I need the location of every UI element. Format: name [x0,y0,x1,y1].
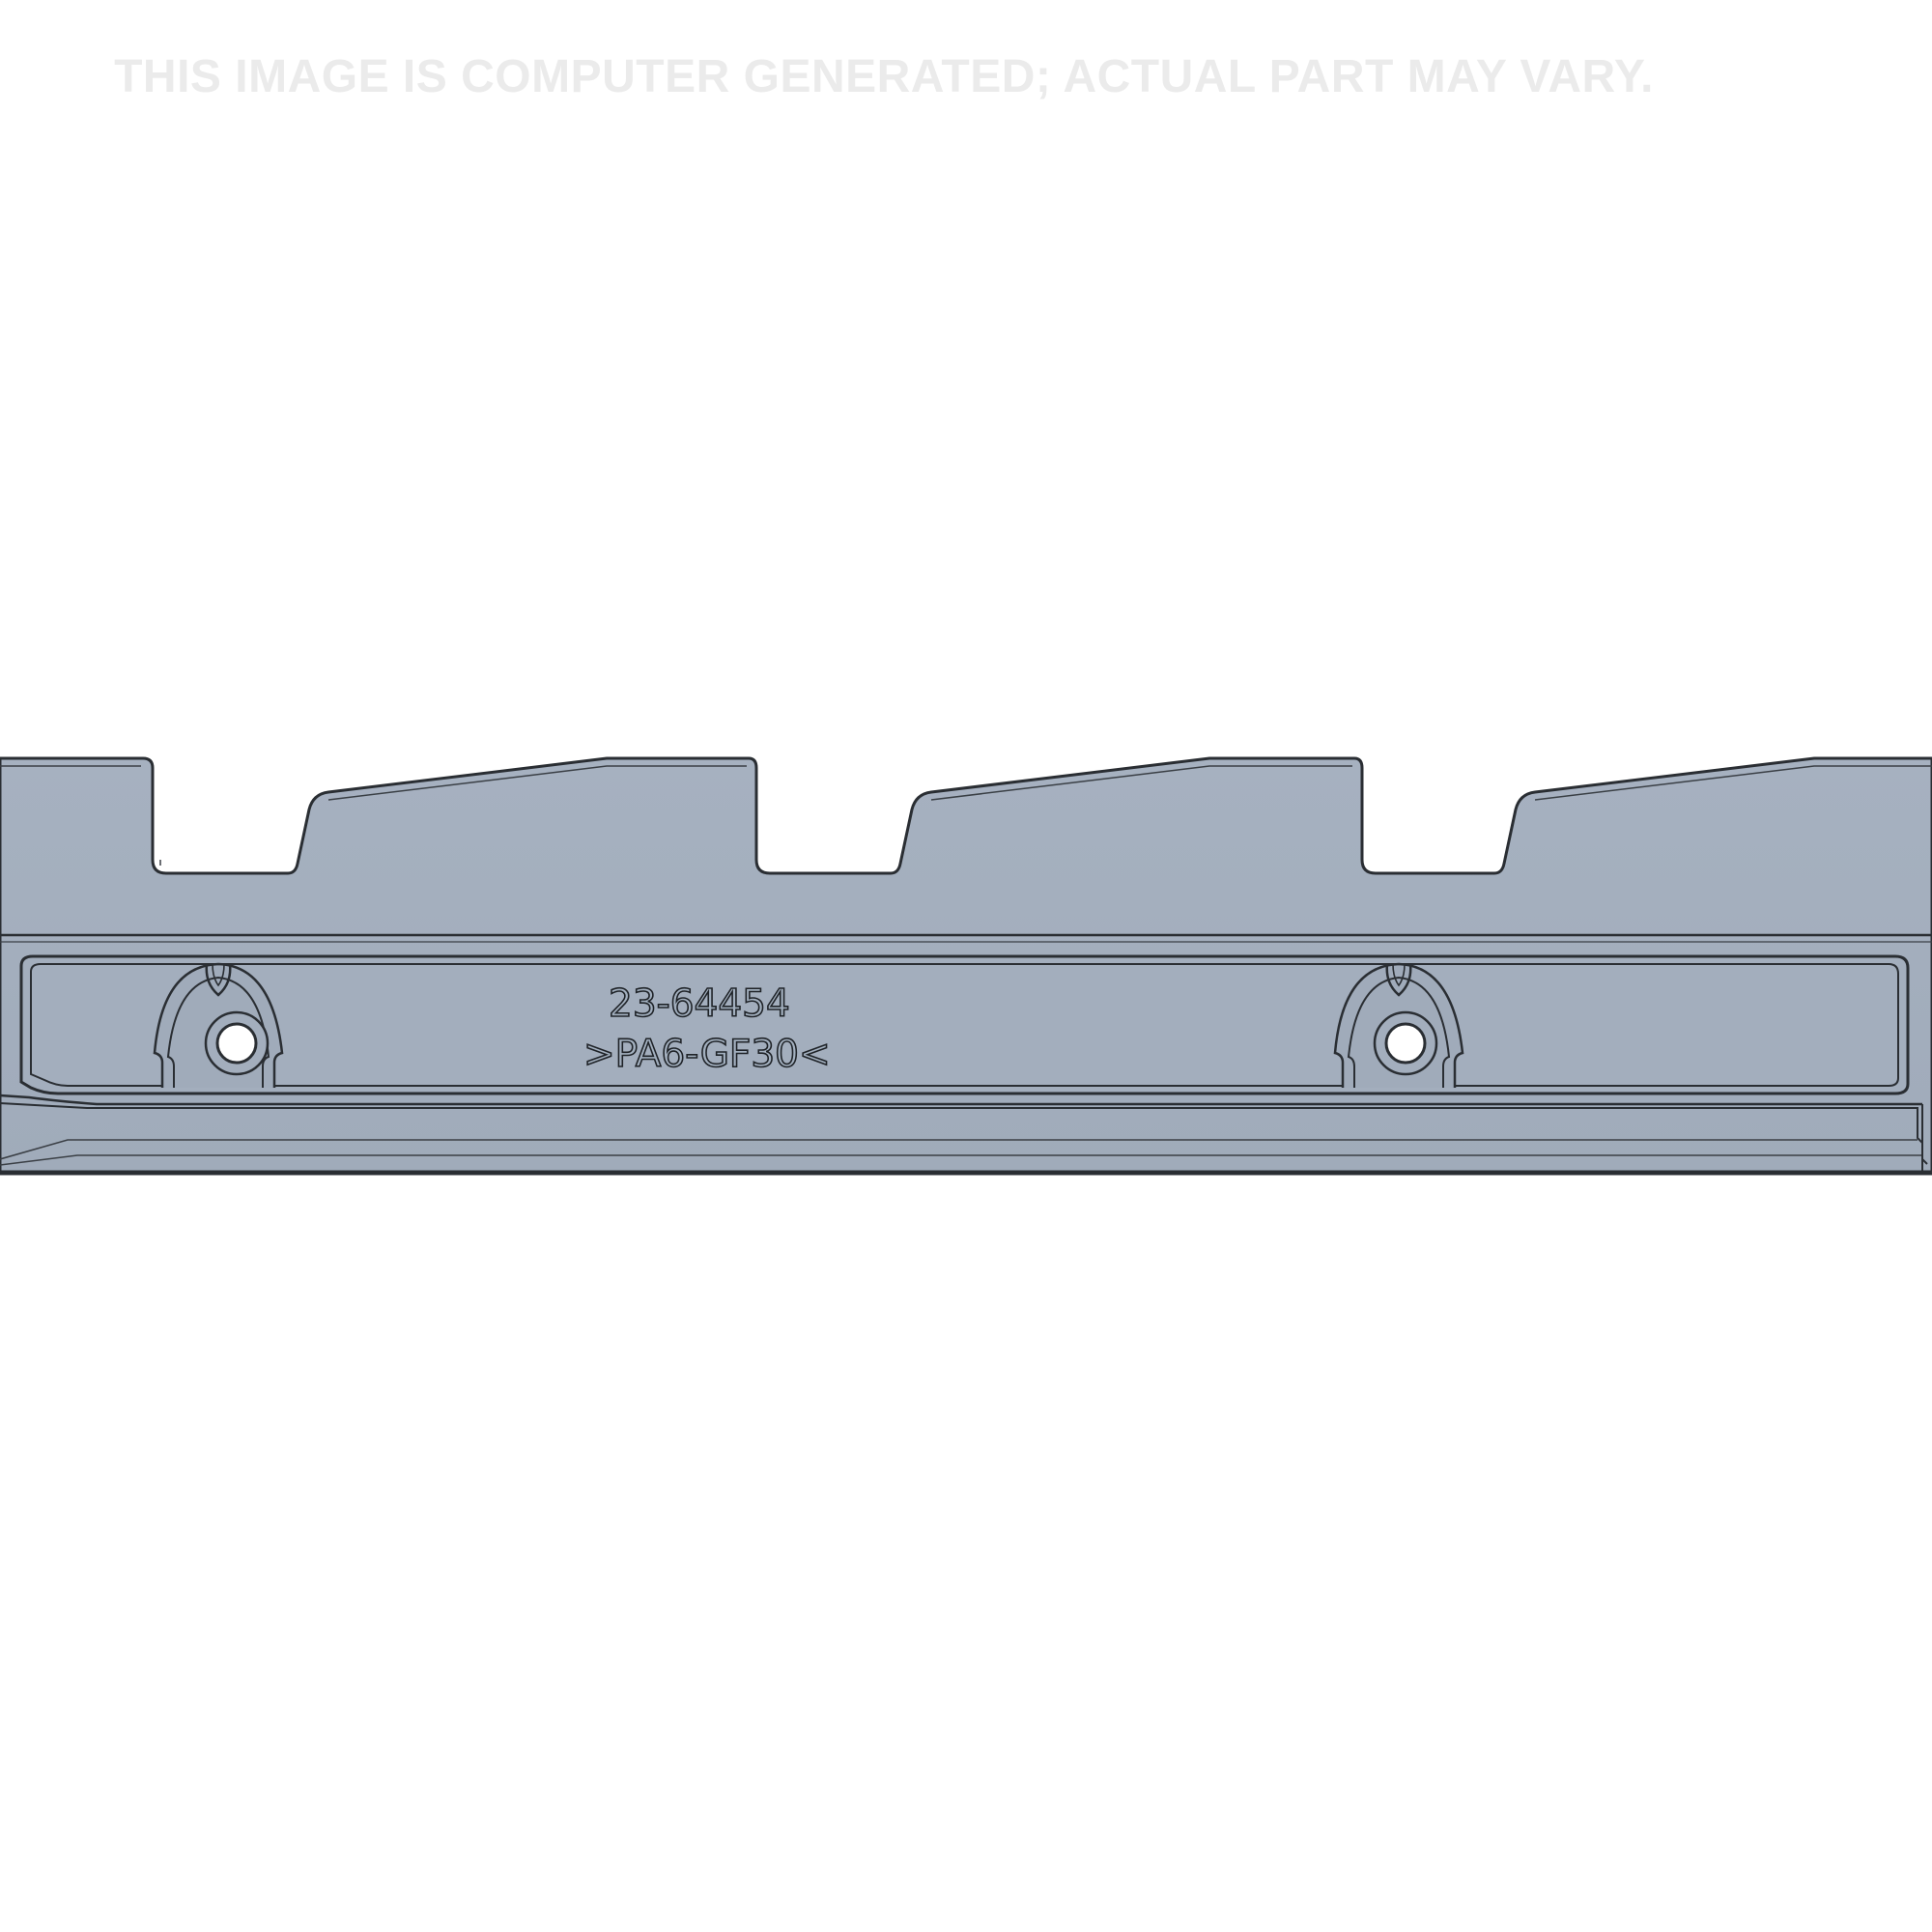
material-marking-engraving: >PA6-GF30< [583,1033,831,1076]
mounting-hole-right [1384,1022,1427,1065]
disclaimer-text: THIS IMAGE IS COMPUTER GENERATED; ACTUAL… [114,51,1654,102]
mounting-boss-left [153,962,284,1088]
lower-rail-middle [0,1139,1918,1160]
lower-rail-lower [0,1154,1922,1166]
mounting-boss-right [1333,962,1464,1088]
top-edge-fillet-line [0,765,1932,866]
part-number-engraving: 23-64454 [609,982,790,1026]
recessed-pocket-inner [30,963,1899,1087]
mounting-hole-left [215,1022,258,1065]
lower-rail-upper [0,1094,1922,1106]
recessed-pocket [19,954,1910,1095]
